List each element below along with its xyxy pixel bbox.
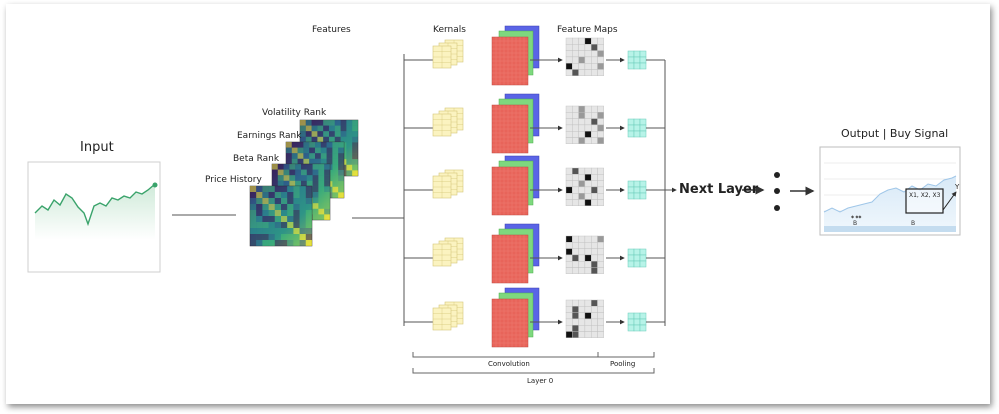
convolution-rows xyxy=(404,25,665,348)
convolution-brace xyxy=(412,352,599,358)
kernel-stack xyxy=(432,169,464,199)
input-stock-area xyxy=(35,184,155,240)
volatility-rank-label: Volatility Rank xyxy=(262,108,327,118)
layer-label: Layer 0 xyxy=(527,377,554,385)
ellipsis-dot-1 xyxy=(774,172,780,178)
input-stock-line xyxy=(34,183,156,227)
input-chart-card xyxy=(27,161,161,273)
layer-brace xyxy=(412,368,655,374)
feature-volume xyxy=(491,223,540,284)
svg-text:◆ ◆◆: ◆ ◆◆ xyxy=(851,214,862,219)
convolution-label: Convolution xyxy=(488,360,530,368)
pooling-brace xyxy=(597,352,655,358)
feature-map-grid xyxy=(565,235,605,275)
output-y-label: Y xyxy=(955,183,960,191)
kernel-stack xyxy=(432,301,464,331)
price-history-label: Price History xyxy=(205,175,262,185)
pooling-label: Pooling xyxy=(610,360,636,368)
price-history-heatmap xyxy=(249,185,313,247)
feature-map-grid xyxy=(565,167,605,207)
pooled-map-grid xyxy=(627,312,647,332)
feature-volume xyxy=(491,25,540,86)
conv-row-1 xyxy=(404,25,665,86)
pooled-map-grid xyxy=(627,118,647,138)
conv-row-5 xyxy=(404,287,665,348)
pooled-map-grid xyxy=(627,50,647,70)
feature-volume xyxy=(491,93,540,154)
features-title: Features xyxy=(312,25,351,35)
svg-text:B: B xyxy=(911,220,915,227)
kernel-stack xyxy=(432,107,464,137)
ellipsis-dot-3 xyxy=(774,205,780,211)
kernel-stack xyxy=(432,237,464,267)
feature-volume xyxy=(491,155,540,216)
kernals-title: Kernals xyxy=(433,25,466,35)
input-stock-endpoint xyxy=(152,182,158,188)
ellipsis-dot-2 xyxy=(774,188,780,194)
input-title: Input xyxy=(80,140,114,155)
feature-map-grid xyxy=(565,37,605,77)
conv-row-3 xyxy=(404,155,665,216)
output-line xyxy=(823,175,957,213)
pooled-map-grid xyxy=(627,180,647,200)
feature-map-grid xyxy=(565,105,605,145)
pooled-map-grid xyxy=(627,248,647,268)
beta-rank-label: Beta Rank xyxy=(233,154,280,164)
kernel-stack xyxy=(432,39,464,69)
earnings-rank-label: Earnings Rank xyxy=(237,131,302,141)
svg-text:B: B xyxy=(853,220,857,227)
output-box-text: X1, X2, X3 xyxy=(909,192,941,199)
conv-row-4 xyxy=(404,223,665,284)
output-arrow xyxy=(942,191,957,211)
feature-maps-title: Feature Maps xyxy=(557,25,618,35)
feature-map-grid xyxy=(565,299,605,339)
output-title: Output | Buy Signal xyxy=(841,127,949,140)
feature-heatmap-stack xyxy=(249,119,359,247)
next-layer-label: Next Layer xyxy=(679,182,759,197)
output-timebar xyxy=(824,226,956,232)
feature-volume xyxy=(491,287,540,348)
output-chart-card: ◆ ◆◆ B B xyxy=(819,146,961,236)
output-input-box xyxy=(905,188,944,214)
conv-row-2 xyxy=(404,93,665,154)
